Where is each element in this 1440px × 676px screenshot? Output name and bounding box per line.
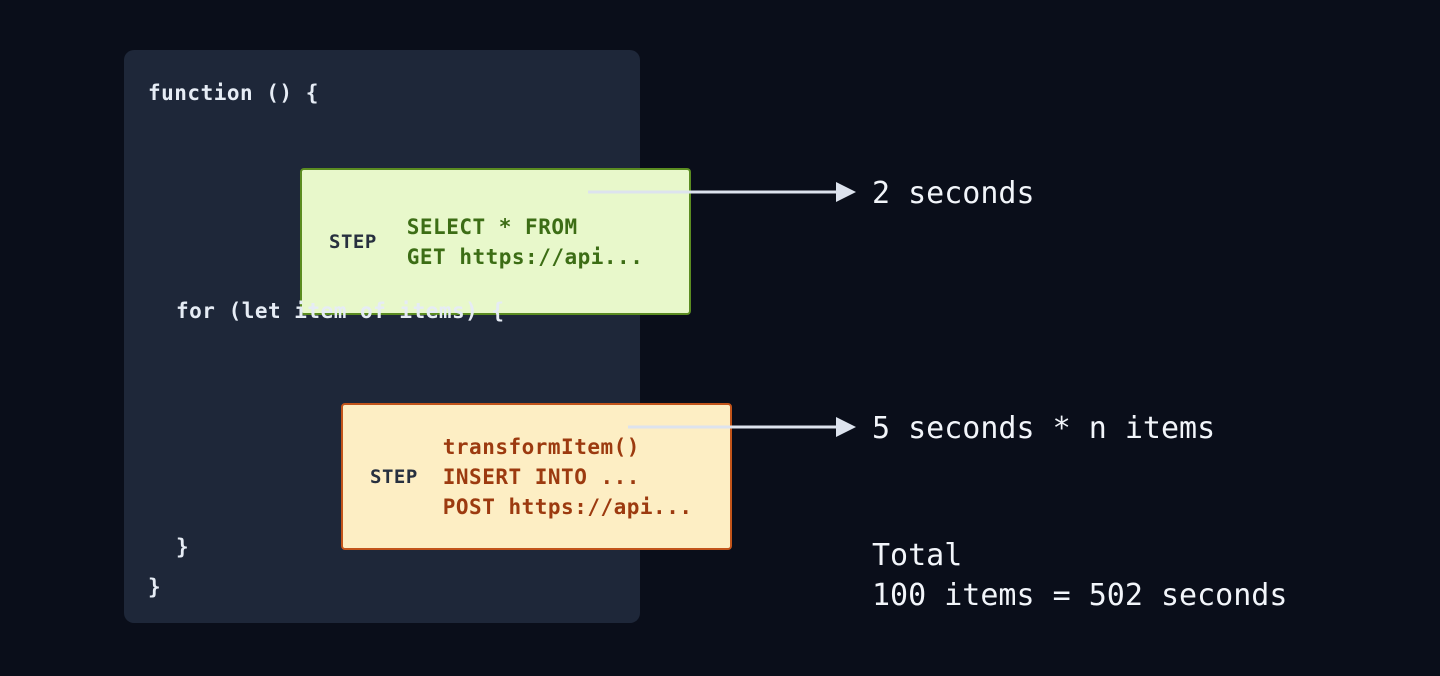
- step-tag-label-green: STEP: [329, 230, 377, 253]
- arrow-green-step-to-annotation: [588, 182, 856, 202]
- annotation-orange-duration: 5 seconds * n items: [872, 411, 1216, 446]
- code-line-for-close: }: [176, 535, 190, 559]
- step-code-orange: transformItem() INSERT INTO ... POST htt…: [442, 434, 693, 519]
- step-code-green: SELECT * FROM GET https://api...: [406, 214, 644, 269]
- code-line-for-open: for (let item of items) {: [176, 299, 505, 323]
- total-heading: Total: [872, 538, 963, 573]
- code-line-function-open: function () {: [148, 81, 319, 105]
- annotation-green-duration: 2 seconds: [872, 176, 1035, 211]
- arrow-orange-step-to-annotation: [628, 417, 856, 437]
- code-line-function-close: }: [148, 575, 162, 599]
- total-value: 100 items = 502 seconds: [872, 578, 1288, 613]
- step-tag-label-orange: STEP: [370, 465, 418, 488]
- total-summary: Total 100 items = 502 seconds: [872, 536, 1287, 616]
- code-card: function () { STEP SELECT * FROM GET htt…: [124, 50, 732, 623]
